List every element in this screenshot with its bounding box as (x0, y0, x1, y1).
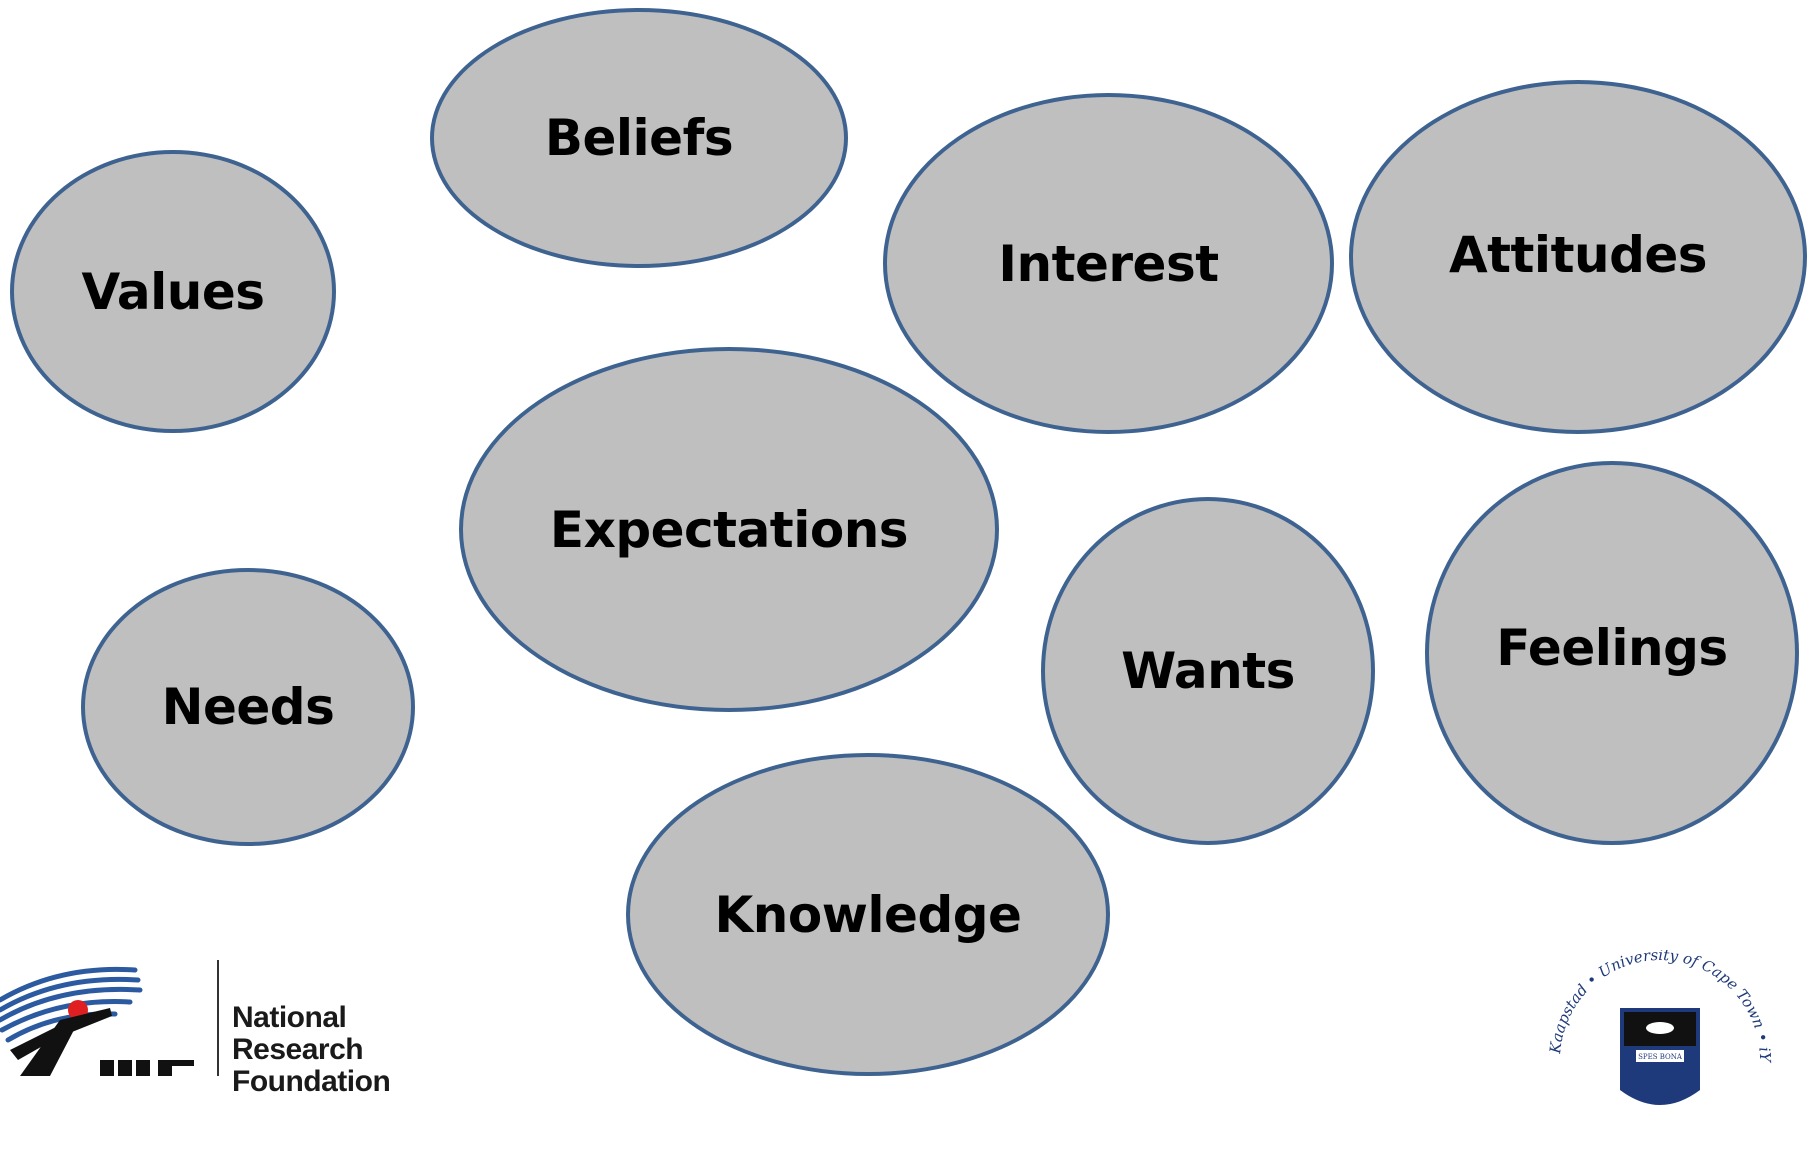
nrf-divider (217, 960, 219, 1076)
nrf-logo (0, 966, 194, 1076)
bubble-label-needs: Needs (161, 678, 335, 736)
bubble-beliefs: Beliefs (430, 8, 848, 268)
nrf-figure-icon (10, 1000, 112, 1076)
bubble-interest: Interest (883, 93, 1334, 434)
uct-shield-icon: SPES BONA (1620, 1008, 1700, 1105)
bubble-label-knowledge: Knowledge (714, 885, 1022, 944)
bubble-attitudes: Attitudes (1349, 80, 1807, 434)
nrf-letters-icon (100, 1060, 194, 1076)
nrf-line-foundation: Foundation (232, 1065, 391, 1098)
slide-canvas: Beliefs Values Interest Attitudes Expect… (0, 8, 1807, 1105)
bubble-needs: Needs (81, 568, 415, 846)
bubble-feelings: Feelings (1425, 461, 1799, 845)
bubble-label-wants: Wants (1121, 642, 1295, 700)
bubble-wants: Wants (1041, 497, 1375, 845)
nrf-line-research: Research (232, 1033, 364, 1066)
nrf-swoosh-icon (0, 966, 143, 1043)
bubble-label-beliefs: Beliefs (544, 109, 734, 167)
svg-text:SPES BONA: SPES BONA (1638, 1053, 1683, 1061)
bubble-label-interest: Interest (998, 234, 1219, 293)
uct-seal-logo: Kaapstad • University of Cape Town • iYu… (1540, 950, 1774, 1105)
bubble-expectations: Expectations (459, 347, 999, 712)
nrf-line-national: National (232, 1001, 347, 1034)
bubble-label-values: Values (81, 262, 265, 321)
bubble-values: Values (10, 150, 336, 433)
bubble-label-attitudes: Attitudes (1448, 226, 1708, 284)
nrf-wordmark: National Research Foundation (232, 1001, 391, 1098)
bubble-knowledge: Knowledge (626, 753, 1110, 1076)
bubble-label-expectations: Expectations (549, 500, 909, 559)
bubble-label-feelings: Feelings (1496, 619, 1728, 677)
